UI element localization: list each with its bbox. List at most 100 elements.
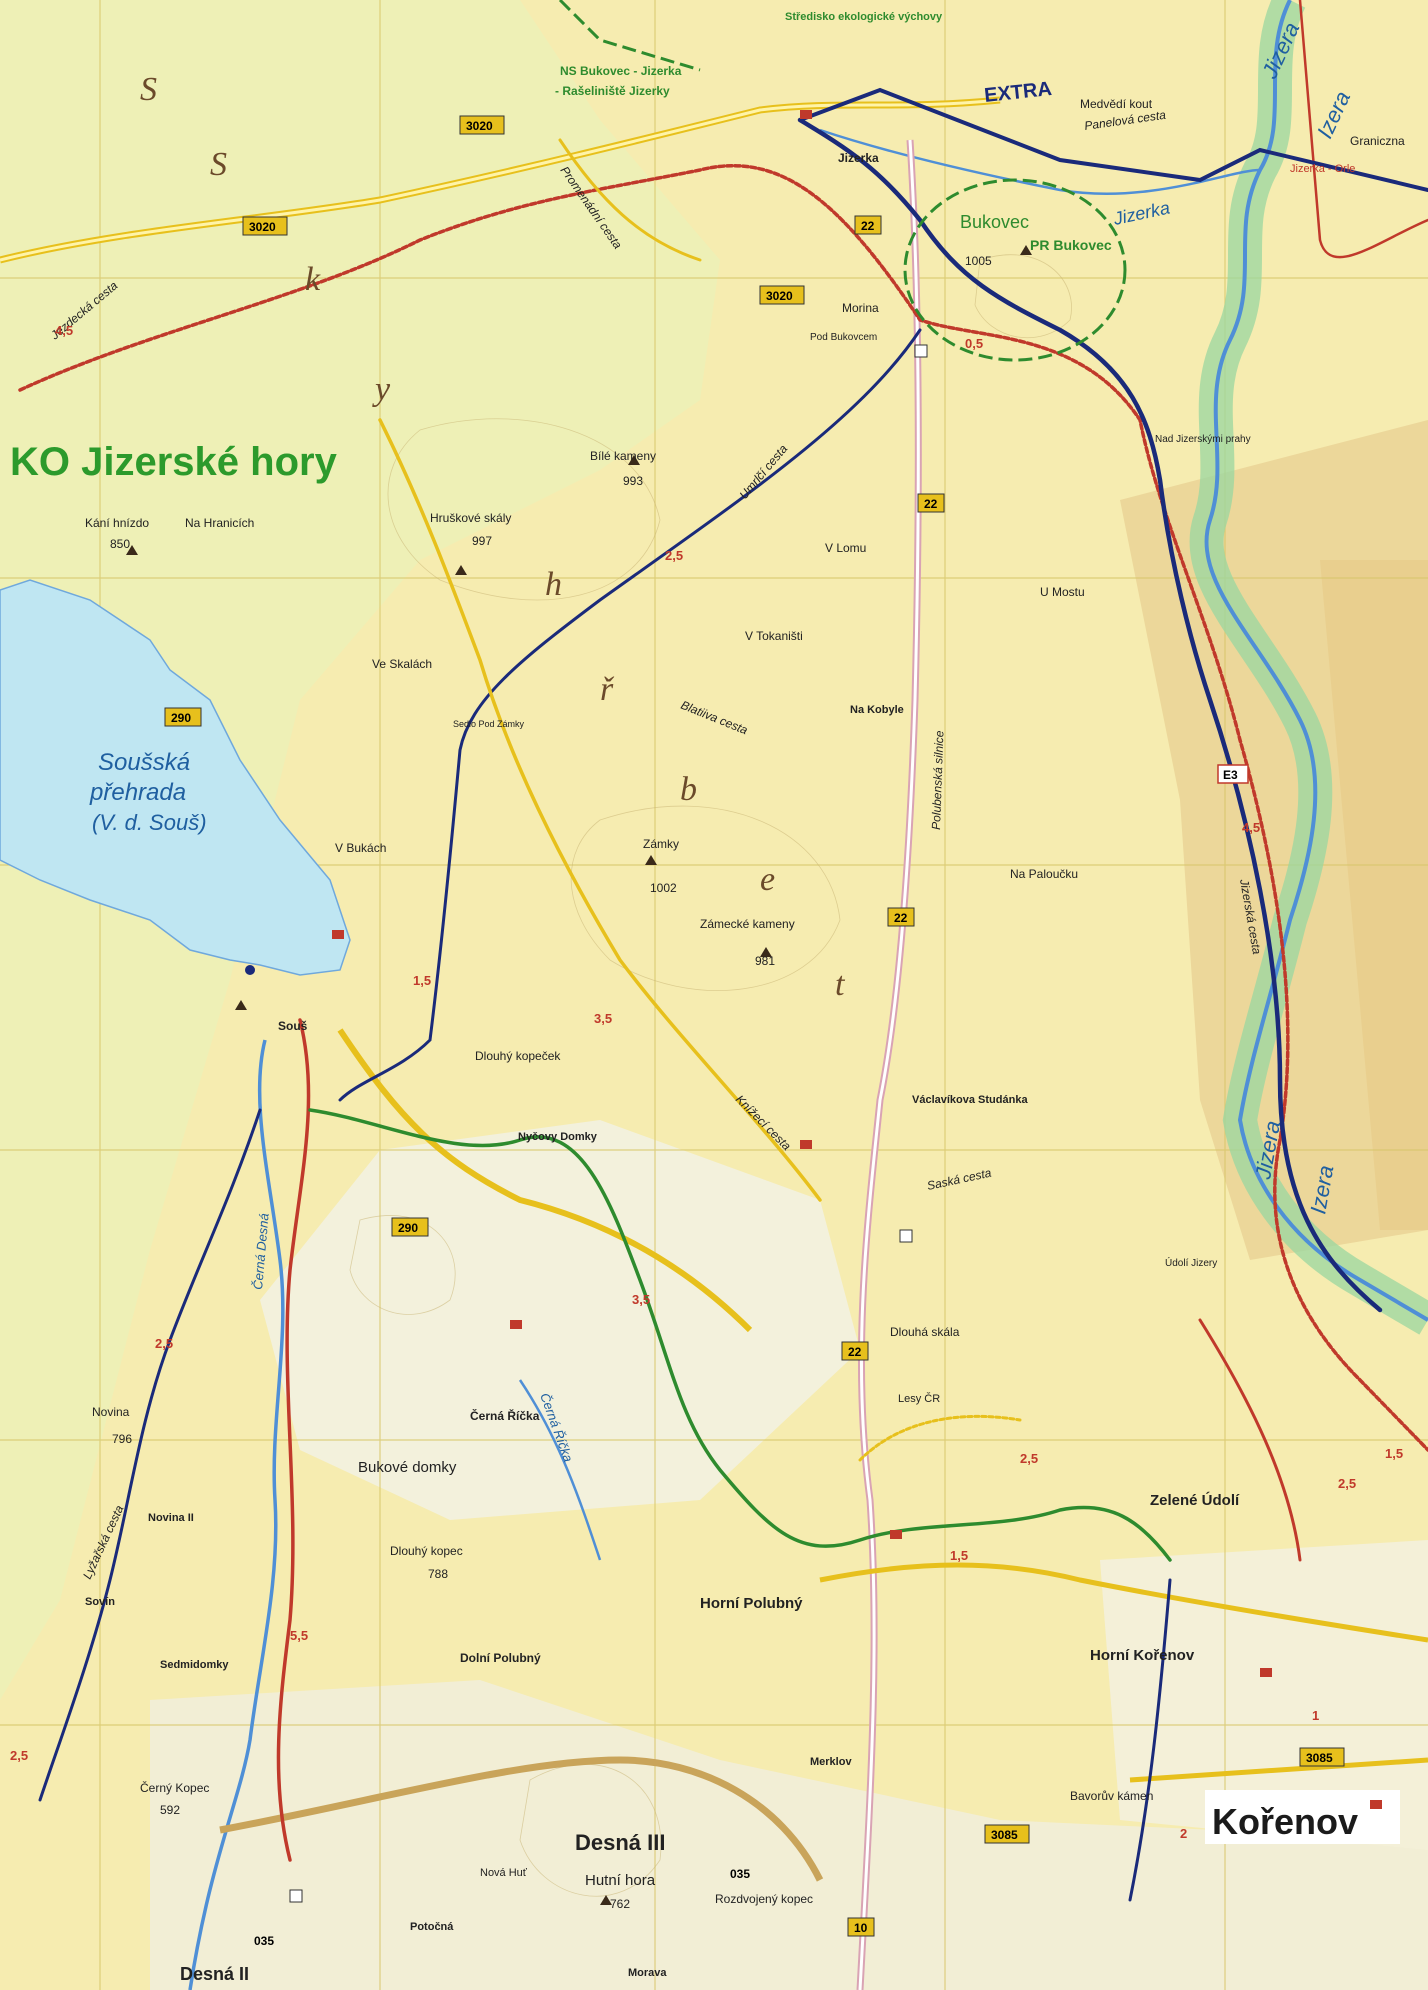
route-distance: 1 [1312,1708,1319,1723]
peak-labels: Kání hnízdo 850 Na Hranicích Hruškové sk… [85,212,1029,1911]
place-name: Nyčovy Domky [518,1131,598,1143]
place-name: Horní Polubný [700,1595,803,1612]
ridge-letter: ř [600,671,615,708]
place-name: Desná II [180,1964,249,1984]
peak-name: Bukovec [960,212,1029,232]
place-name: Medvědí kout [1080,97,1153,111]
route-distance: 4,5 [55,323,73,338]
place-name: Jizerka [838,151,879,165]
terrain-slope-west [0,0,720,1700]
place-name: Potočná [410,1921,454,1933]
reserve-name: - Rašeliniště Jizerky [555,84,670,98]
place-name: Desná III [575,1830,665,1855]
hiking-routes [18,0,1428,1902]
place-name: Černá Říčka [470,1408,540,1423]
route-distance: 2,5 [10,1748,28,1763]
peak-name: Černý Kopec [140,1780,209,1795]
bus-stop-marker [899,1229,913,1243]
place-name: Jizerka - Orle [1290,163,1355,175]
ridge-letter: y [372,371,391,408]
road-number: 22 [894,911,908,925]
road-badge [1299,1747,1345,1767]
ridge-letter: k [305,261,321,298]
contour-lines [349,254,1072,1897]
road-number: 22 [861,219,875,233]
place-name: V Tokaništi [745,629,803,643]
road-badge [887,907,915,927]
peak-markers [126,245,1032,1905]
peak-name: Hruškové skály [430,511,511,525]
place-name: Na Paloučku [1010,867,1078,881]
place-name: Sovín [85,1596,115,1608]
town-label-box [1205,1790,1400,1844]
road-badge [847,1917,875,1937]
town-major-label: Kořenov [1212,1801,1358,1842]
house-marker [332,930,344,939]
road-number: 035 [254,1934,274,1948]
house-marker [800,1140,812,1149]
peak-name: Novina [92,1405,130,1419]
road-name: Polubenská silnice [929,730,946,830]
peak-elev: 762 [610,1897,630,1911]
peak-name: Zámky [643,837,679,851]
place-name: Morava [628,1967,667,1979]
place-name: Ve Skalách [372,657,432,671]
road-badge [242,216,288,236]
peak-elev: 796 [112,1432,132,1446]
bus-stop-marker [289,1889,303,1903]
place-labels: Jizerka Medvědí kout Souš Desná III Desn… [85,97,1405,1984]
ridge-letter: b [680,771,697,808]
place-name: Dlouhá skála [890,1325,960,1339]
road-number: 3020 [766,289,793,303]
route-distance: 1,5 [950,1548,968,1563]
house-marker [800,110,812,119]
route-distance: 2,5 [1338,1476,1356,1491]
road-number: 290 [171,711,191,725]
route-distance: 1,5 [1385,1446,1403,1461]
place-name: Nová Huť [480,1867,528,1879]
lake-sousska-prehrada [0,579,351,976]
lake-name-line: přehrada [89,779,186,806]
ridge-name: S S k y h ř b e t [140,71,846,1003]
reserve-name: PR Bukovec [1030,237,1112,253]
road-number: 035 [730,1867,750,1881]
road-number: 3020 [249,220,276,234]
place-name: Souš [278,1019,308,1033]
peak-name: Zámecké kameny [700,917,795,931]
lake-name-line: (V. d. Souš) [92,810,207,835]
road-number: E3 [1223,768,1238,782]
house-marker [1370,1800,1382,1809]
dam-marker [245,965,255,975]
road-number: 10 [854,1921,868,1935]
route-distance: 2,5 [155,1336,173,1351]
river-name: Černá Desná [250,1213,272,1291]
bus-stop-marker [914,344,928,358]
route-distance: 2,5 [665,548,683,563]
road-badge [459,115,505,135]
road-number: 22 [924,497,938,511]
house-marker [1260,1668,1272,1677]
place-name: Novina II [148,1512,194,1524]
route-distance: 2,5 [1020,1451,1038,1466]
urban-area-korenov [1100,1540,1428,1850]
peak-name: Na Hranicích [185,516,254,530]
terrain-poland [1320,560,1428,1230]
peak-name: Hutní hora [585,1872,656,1889]
place-name: Rozdvojený kopec [715,1892,813,1906]
peak-elev: 1002 [650,881,677,895]
place-name: Zelené Údolí [1150,1491,1240,1509]
peak-elev: 592 [160,1803,180,1817]
place-name: Horní Kořenov [1090,1647,1195,1664]
road-number: 3085 [991,1828,1018,1842]
road-badge [164,707,202,727]
river-cerna-ricka [518,1379,602,1561]
ridge-letter: h [545,566,562,603]
road-badge [1217,764,1249,784]
road-badge [391,1217,429,1237]
place-name: Dolní Polubný [460,1651,541,1665]
road-badges: 3020 3020 3020 22 22 22 22 290 290 3085 … [164,115,1345,1948]
route-distance: 3,5 [594,1011,612,1026]
place-name: Bavorův kámen [1070,1789,1153,1803]
ridge-letter: e [760,861,775,898]
